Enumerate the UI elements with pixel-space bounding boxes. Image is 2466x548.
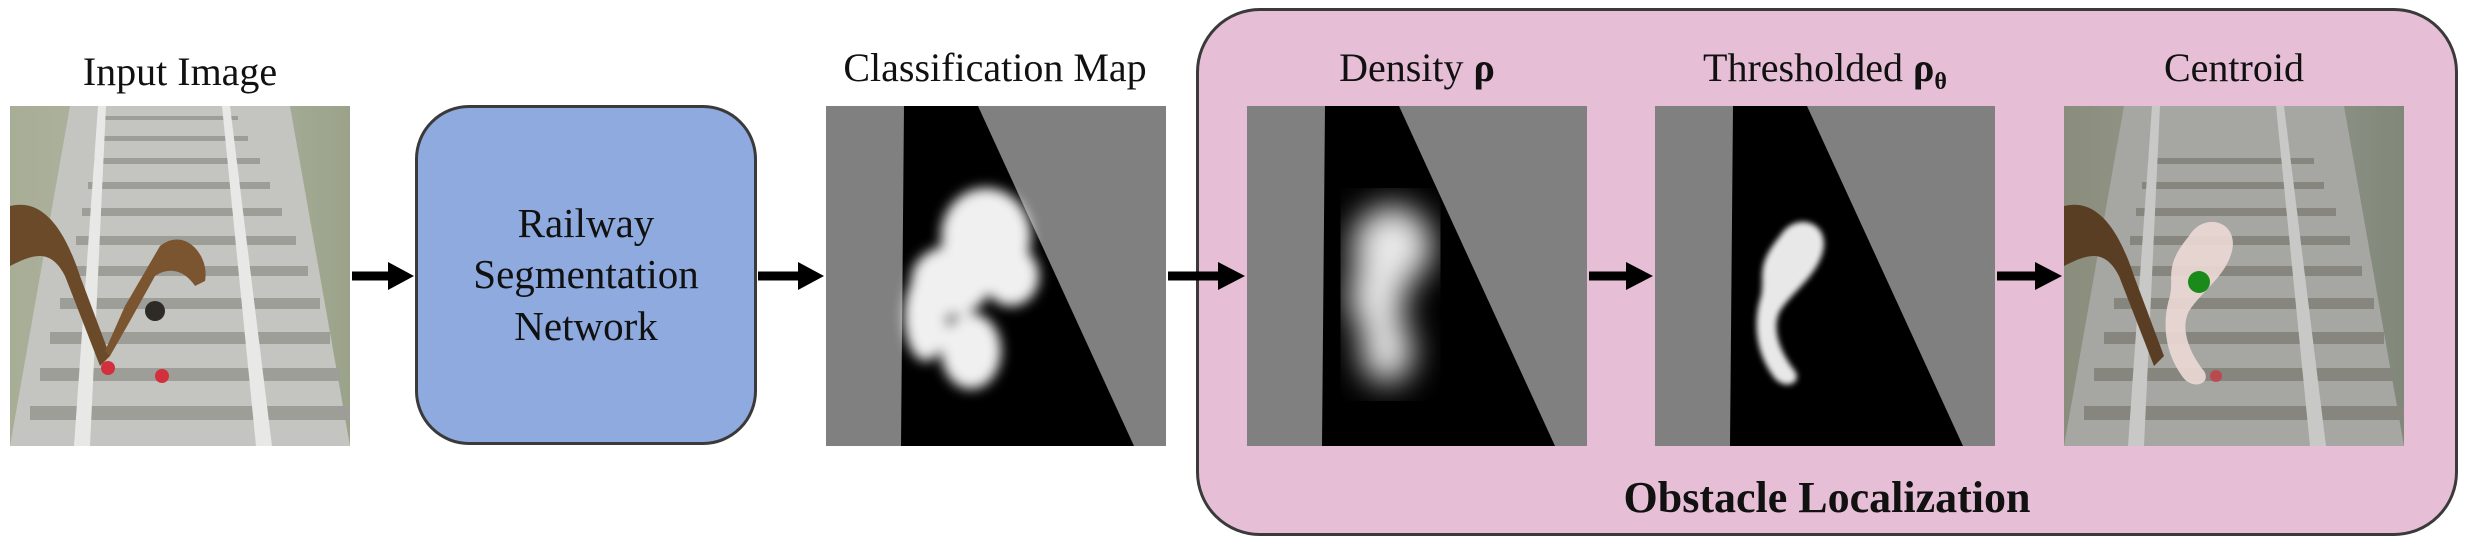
thresholded-subscript: θ [1934,69,1947,95]
arrow-network-to-classification [758,262,824,290]
thresholded-label: Thresholded ρθ [1655,45,1995,95]
thresholded-symbol: ρ [1913,45,1935,90]
network-label-line1: Railway [517,200,655,247]
railway-segmentation-network: Railway Segmentation Network [415,105,757,445]
centroid-dot [2188,271,2210,293]
classification-map-panel [826,106,1166,446]
obstacle-localization-title: Obstacle Localization [1623,473,2031,522]
classification-map-label: Classification Map [843,45,1147,90]
arrow-classification-to-density [1168,262,1245,290]
input-image-panel [10,106,350,446]
arrow-input-to-network [352,262,414,290]
density-label: Density ρ [1247,48,1587,88]
thresholded-density-panel [1655,106,1995,446]
density-label-text: Density [1339,45,1474,90]
centroid-panel [2064,106,2404,446]
thresholded-label-text: Thresholded [1703,45,1913,90]
centroid-label: Centroid [2164,45,2304,90]
input-image-label: Input Image [82,49,278,94]
network-label-line3: Network [514,302,658,349]
density-map-panel [1247,106,1587,446]
density-symbol: ρ [1473,45,1495,90]
network-label-line2: Segmentation [473,251,699,298]
arrow-density-to-thresholded [1589,262,1653,290]
arrow-thresholded-to-centroid [1997,262,2062,290]
